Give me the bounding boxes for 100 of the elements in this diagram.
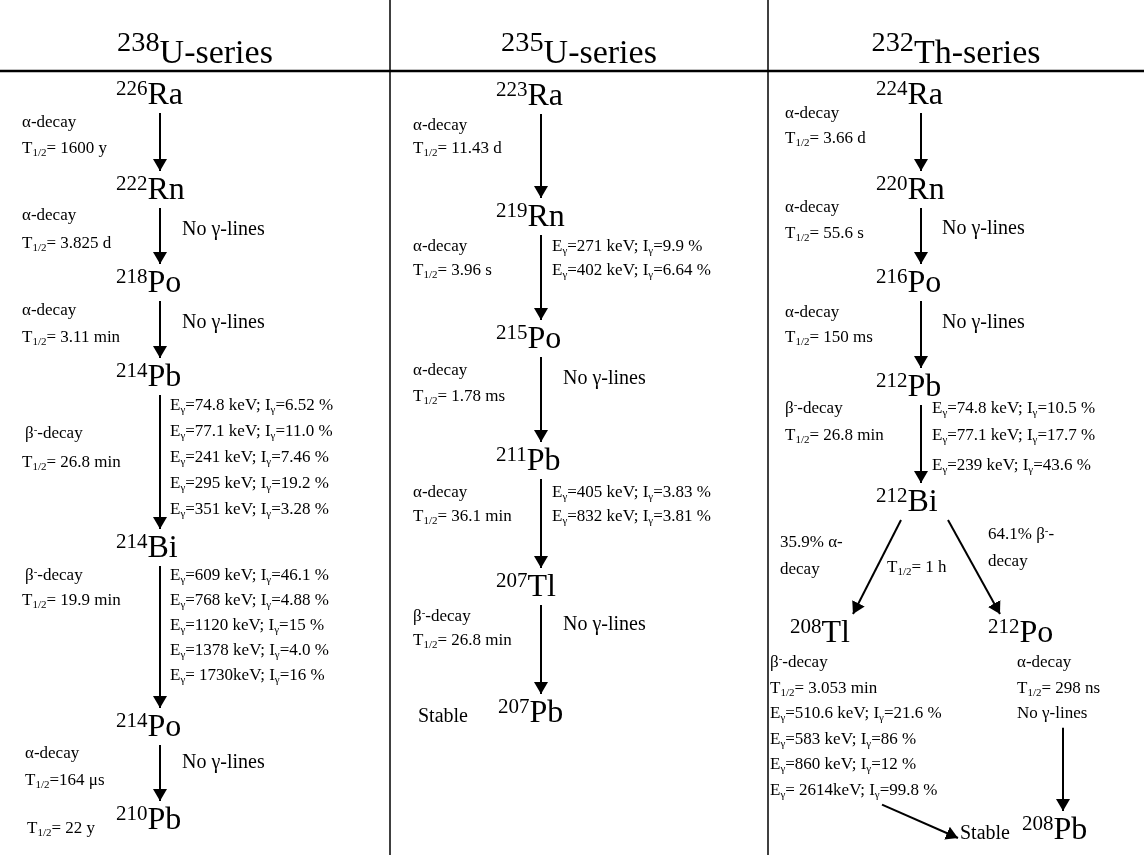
decay-mode-label: α-decay	[785, 103, 840, 123]
half-life-label: T$_{1/2}$= 3.66 d	[785, 128, 866, 148]
series-heading: $^{235}$U-series	[500, 25, 658, 73]
gamma-line-label: E$_{γ}$=77.1 keV; I$_{γ}$=11.0 %	[170, 421, 333, 441]
gamma-line-label: E$_{γ}$=77.1 keV; I$_{γ}$=17.7 %	[932, 425, 1096, 445]
nuclide-label: $^{207}$Tl	[496, 567, 556, 603]
decay-info: E$_{γ}$= 2614keV; I$_{γ}$=99.8 %	[770, 778, 939, 802]
decay-info: E$_{γ}$=510.6 keV; I$_{γ}$=21.6 %	[770, 702, 942, 725]
decay-mode-label: α-decay	[413, 115, 468, 135]
decay-arrow	[534, 604, 548, 695]
decay-info: T$_{1/2}$= 298 ns	[1017, 676, 1101, 700]
half-life-label: T$_{1/2}$= 36.1 min	[413, 506, 512, 526]
decay-arrow	[153, 744, 167, 802]
no-gamma-note: No γ-lines	[182, 750, 265, 772]
decay-info: β$^{-}$-decay	[770, 650, 829, 673]
decay-info: α-decay	[1017, 651, 1073, 673]
no-gamma-note: No γ-lines	[182, 217, 265, 239]
decay-arrow	[534, 356, 548, 443]
half-life-label: T$_{1/2}$= 26.8 min	[22, 452, 121, 472]
decay-arrow	[881, 803, 959, 840]
nuclide-label: $^{208}$Pb	[1022, 810, 1088, 846]
gamma-line-label: E$_{γ}$=1120 keV; I$_{γ}$=15 %	[170, 615, 325, 635]
decay-mode-label: β$^{-}$-decay	[25, 423, 83, 443]
half-life-label: T$_{1/2}$= 22 y	[27, 818, 96, 838]
decay-mode-label: α-decay	[22, 205, 77, 225]
decay-mode-label: α-decay	[785, 197, 840, 217]
half-life-label: T$_{1/2}$= 150 ms	[785, 327, 873, 347]
nuclide-label: $^{215}$Po	[496, 319, 562, 355]
decay-mode-label: α-decay	[413, 360, 468, 380]
decay-arrow	[153, 565, 167, 709]
series-heading: $^{238}$U-series	[116, 25, 274, 73]
gamma-line-label: E$_{γ}$=609 keV; I$_{γ}$=46.1 %	[170, 565, 329, 585]
no-gamma-note: No γ-lines	[563, 612, 646, 634]
decay-arrow	[153, 300, 167, 359]
decay-arrow	[914, 207, 928, 265]
decay-mode-label: α-decay	[25, 743, 80, 763]
decay-mode-label: 35.9% α-decay	[780, 531, 844, 580]
gamma-line-label: E$_{γ}$=351 keV; I$_{γ}$=3.28 %	[170, 499, 329, 519]
gamma-line-label: E$_{γ}$=295 keV; I$_{γ}$=19.2 %	[170, 473, 329, 493]
decay-mode-label: α-decay	[413, 482, 468, 502]
gamma-line-label: E$_{γ}$= 1730keV; I$_{γ}$=16 %	[170, 665, 325, 685]
series-heading: $^{232}$Th-series	[870, 25, 1042, 73]
nuclide-label: $^{214}$Po	[116, 707, 182, 743]
decay-arrow	[1056, 726, 1070, 812]
nuclide-label: $^{212}$Bi	[876, 482, 938, 518]
nuclide-label: $^{224}$Ra	[876, 75, 944, 111]
decay-mode-label: α-decay	[22, 112, 77, 132]
stable-note: Stable	[960, 820, 1010, 845]
decay-arrow	[534, 113, 548, 199]
nuclide-label: $^{223}$Ra	[496, 76, 564, 112]
half-life-label: T$_{1/2}$= 26.8 min	[413, 630, 512, 650]
no-gamma-note: No γ-lines	[563, 366, 646, 388]
half-life-label: T$_{1/2}$= 55.6 s	[785, 223, 864, 243]
nuclide-label: $^{212}$Po	[988, 613, 1054, 649]
decay-mode-label: β$^{-}$-decay	[25, 565, 83, 585]
decay-arrow	[914, 300, 928, 369]
decay-mode-label: α-decay	[22, 300, 77, 320]
decay-info: T$_{1/2}$= 3.053 min	[770, 676, 879, 700]
nuclide-label: $^{220}$Rn	[876, 170, 945, 206]
nuclide-label: $^{211}$Pb	[496, 441, 561, 477]
decay-arrow	[534, 478, 548, 569]
gamma-line-label: E$_{γ}$=74.8 keV; I$_{γ}$=6.52 %	[170, 395, 334, 415]
half-life-label: T$_{1/2}$= 1.78 ms	[413, 386, 506, 406]
half-life-label: T$_{1/2}$=164 μs	[25, 770, 105, 790]
decay-arrow	[153, 394, 167, 530]
decay-arrow	[534, 234, 548, 321]
gamma-line-label: E$_{γ}$=405 keV; I$_{γ}$=3.83 %	[552, 482, 711, 502]
nuclide-label: $^{208}$Tl	[790, 613, 850, 649]
no-gamma-note: No γ-lines	[942, 216, 1025, 238]
decay-arrow	[153, 207, 167, 265]
stable-note: Stable	[418, 703, 468, 728]
nuclide-label: $^{222}$Rn	[116, 170, 185, 206]
nuclide-label: $^{218}$Po	[116, 263, 182, 299]
half-life-label: T$_{1/2}$= 3.825 d	[22, 233, 112, 253]
decay-mode-label: 64.1% β$^{-}$-decay	[988, 522, 1056, 572]
half-life-label: T$_{1/2}$= 1 h	[887, 557, 947, 577]
nuclide-label: $^{219}$Rn	[496, 197, 565, 233]
decay-arrow	[153, 112, 167, 172]
half-life-label: T$_{1/2}$= 3.11 min	[22, 327, 121, 347]
no-gamma-note: No γ-lines	[182, 310, 265, 332]
gamma-line-label: E$_{γ}$=768 keV; I$_{γ}$=4.88 %	[170, 590, 329, 610]
gamma-line-label: E$_{γ}$=402 keV; I$_{γ}$=6.64 %	[552, 260, 711, 280]
nuclide-label: $^{214}$Bi	[116, 528, 178, 564]
nuclide-label: $^{207}$Pb	[498, 693, 564, 729]
decay-arrow	[852, 519, 902, 615]
nuclide-label: $^{216}$Po	[876, 263, 942, 299]
decay-arrow	[914, 112, 928, 172]
decay-mode-label: α-decay	[413, 236, 468, 256]
nuclide-label: $^{210}$Pb	[116, 800, 182, 836]
gamma-line-label: E$_{γ}$=832 keV; I$_{γ}$=3.81 %	[552, 506, 711, 526]
half-life-label: T$_{1/2}$= 11.43 d	[413, 138, 502, 158]
decay-info: E$_{γ}$=860 keV; I$_{γ}$=12 %	[770, 753, 918, 777]
gamma-line-label: E$_{γ}$=271 keV; I$_{γ}$=9.9 %	[552, 236, 703, 256]
decay-arrow	[947, 519, 1001, 615]
decay-mode-label: β$^{-}$-decay	[413, 606, 471, 626]
decay-arrow	[914, 404, 928, 484]
decay-mode-label: α-decay	[785, 302, 840, 322]
half-life-label: T$_{1/2}$= 19.9 min	[22, 590, 121, 610]
nuclide-label: $^{226}$Ra	[116, 75, 184, 111]
gamma-line-label: E$_{γ}$=241 keV; I$_{γ}$=7.46 %	[170, 447, 329, 467]
